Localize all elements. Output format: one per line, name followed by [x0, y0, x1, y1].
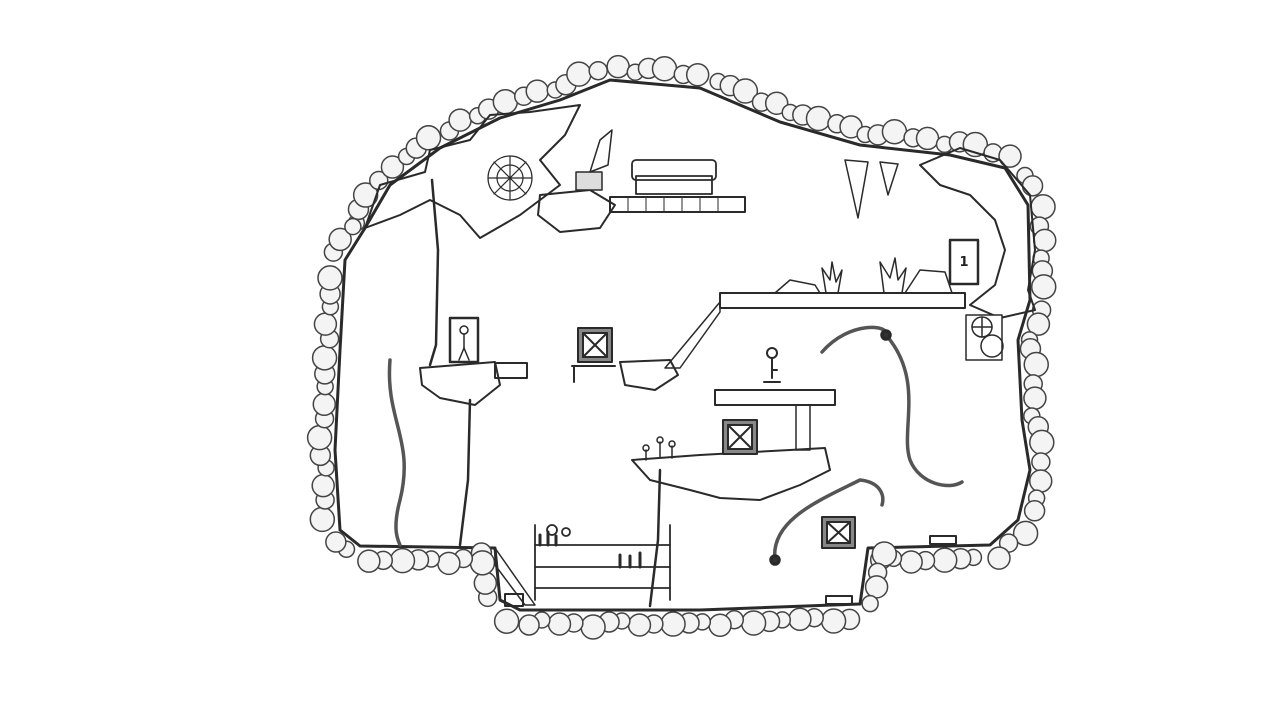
boulder	[518, 614, 540, 636]
boulder	[915, 126, 940, 151]
stalactites	[844, 159, 899, 219]
boulder	[311, 473, 335, 498]
boulder	[987, 546, 1011, 570]
boulder	[357, 549, 381, 573]
crystals-icon	[821, 257, 907, 294]
boulder	[1031, 452, 1051, 472]
boulder	[660, 611, 686, 637]
mushrooms-icon	[642, 436, 676, 461]
boulder	[708, 613, 732, 638]
boulder	[1032, 228, 1057, 253]
cave-wall	[333, 78, 1032, 612]
sofa-icon	[631, 159, 717, 195]
boulder	[344, 217, 362, 236]
boulder	[580, 614, 606, 640]
bookshelf	[534, 524, 671, 601]
boulder	[1028, 469, 1053, 493]
boulder-border	[306, 54, 1057, 640]
vines	[428, 178, 662, 608]
boulder	[566, 61, 592, 87]
boulder	[881, 118, 908, 145]
boulder	[525, 79, 549, 103]
boulder	[805, 105, 832, 132]
boulder	[380, 155, 405, 179]
key-icon[interactable]	[763, 347, 781, 383]
boulder	[1026, 312, 1051, 336]
boulder	[328, 227, 352, 252]
boulder	[627, 613, 652, 637]
boulder	[1023, 351, 1049, 378]
boulder	[448, 108, 472, 132]
boulder	[352, 182, 379, 208]
ropes[interactable]	[387, 325, 964, 566]
boulder	[493, 608, 520, 634]
boulder	[317, 265, 343, 291]
boulder	[415, 125, 442, 151]
gramophone-icon	[575, 129, 613, 191]
top-shelf	[575, 129, 746, 213]
boulder	[389, 547, 416, 574]
boulder	[732, 78, 759, 104]
boulder	[1030, 194, 1056, 220]
boulder	[861, 594, 879, 613]
boulder	[311, 345, 338, 371]
boulder	[469, 550, 496, 576]
gear-wheel-icon[interactable]	[965, 314, 1004, 361]
boulder	[1023, 386, 1047, 410]
boulder	[437, 551, 461, 576]
boulder	[309, 506, 336, 533]
player-door[interactable]	[448, 316, 480, 364]
boulder	[1021, 175, 1044, 197]
boulder	[1023, 500, 1046, 522]
boulder	[764, 91, 789, 115]
central-floating-island	[631, 419, 831, 501]
boulder	[1030, 274, 1057, 300]
crate[interactable]	[722, 419, 758, 455]
boulder	[871, 541, 898, 567]
spider-web-icon	[487, 155, 533, 201]
boulder	[325, 531, 347, 553]
boulder	[492, 89, 519, 115]
boulder	[306, 424, 333, 451]
boulder	[1012, 520, 1039, 547]
left-floating-platform	[419, 316, 528, 406]
boulder	[820, 608, 847, 634]
bottom-staircase	[494, 547, 536, 606]
boulder	[547, 612, 572, 636]
small-floating-rock	[619, 359, 679, 391]
exit-door-emblem: 1	[959, 255, 968, 270]
boulder	[1029, 429, 1055, 456]
boulder	[313, 312, 338, 336]
boulder	[788, 607, 812, 632]
boulder	[606, 54, 630, 79]
player-character-icon	[458, 325, 470, 361]
exit-door[interactable]: 1	[948, 238, 980, 286]
boulder	[740, 610, 767, 636]
boulder	[651, 56, 678, 82]
crate[interactable]	[571, 327, 616, 383]
crate[interactable]	[821, 516, 856, 549]
boulder	[473, 571, 498, 595]
boulder	[864, 575, 889, 599]
boulder	[685, 62, 710, 87]
right-ledge: 1	[664, 238, 1004, 369]
boulder	[312, 392, 337, 417]
boulder	[998, 144, 1022, 168]
boulder	[588, 60, 608, 81]
pressure-plates[interactable]	[504, 535, 957, 607]
boulder	[931, 547, 958, 573]
staircase	[664, 301, 721, 369]
boulder	[899, 550, 923, 574]
